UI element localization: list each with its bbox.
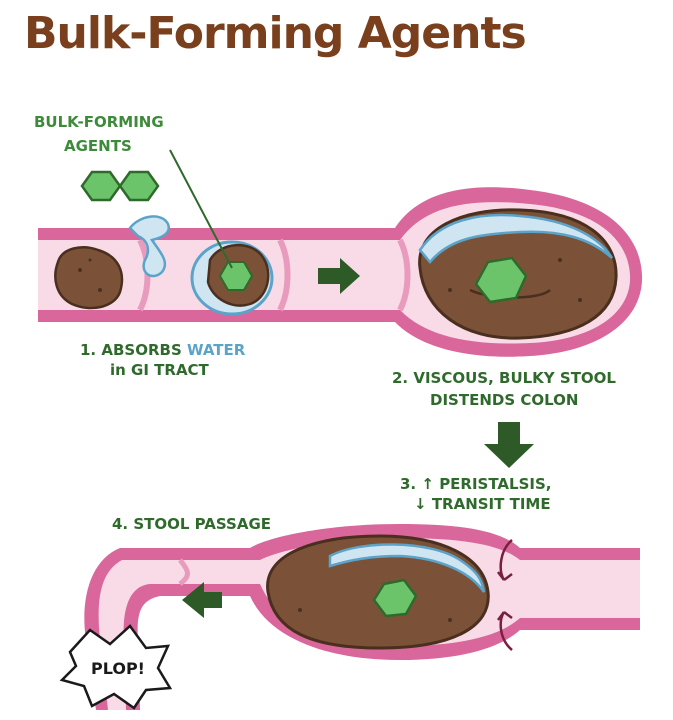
step1-line1: 1. ABSORBS WATER <box>80 340 245 360</box>
peristalsis-marks <box>497 539 513 651</box>
small-stool-pellet <box>54 246 124 310</box>
step1-line2: in GI TRACT <box>110 361 209 379</box>
step2-line2: DISTENDS COLON <box>430 391 579 409</box>
step3-prefix: 3. <box>400 475 417 493</box>
right-arrow-icon <box>318 258 360 294</box>
down-arrow-icon <box>484 422 534 468</box>
large-stool-lower <box>266 534 490 650</box>
agents-label-line2: AGENTS <box>64 137 132 155</box>
plop-burst: PLOP! <box>59 624 173 710</box>
step1-prefix: 1. ABSORBS <box>80 341 182 359</box>
step3-line2: ↓ TRANSIT TIME <box>414 494 551 514</box>
plop-text: PLOP! <box>91 659 145 678</box>
agent-pointer-line <box>169 149 233 269</box>
left-arrow-icon <box>182 582 222 618</box>
up-arrow-glyph: ↑ <box>421 475 434 493</box>
step3-text2: TRANSIT TIME <box>431 495 551 513</box>
step2-line1: 2. VISCOUS, BULKY STOOL <box>392 369 616 387</box>
down-arrow-glyph: ↓ <box>414 495 427 513</box>
water-drop-icon <box>128 215 171 278</box>
step1-water-word: WATER <box>186 341 246 359</box>
absorbing-stool <box>190 240 274 316</box>
step3-line1: 3. ↑ PERISTALSIS, <box>400 474 551 494</box>
large-stool-upper <box>418 208 618 340</box>
step3-text1: PERISTALSIS, <box>439 475 552 493</box>
hexagon-pair-icon <box>80 170 160 202</box>
page-title: Bulk-Forming Agents <box>24 8 527 59</box>
agents-label-line1: BULK-FORMING <box>34 113 164 131</box>
step4-label: 4. STOOL PASSAGE <box>112 515 272 533</box>
